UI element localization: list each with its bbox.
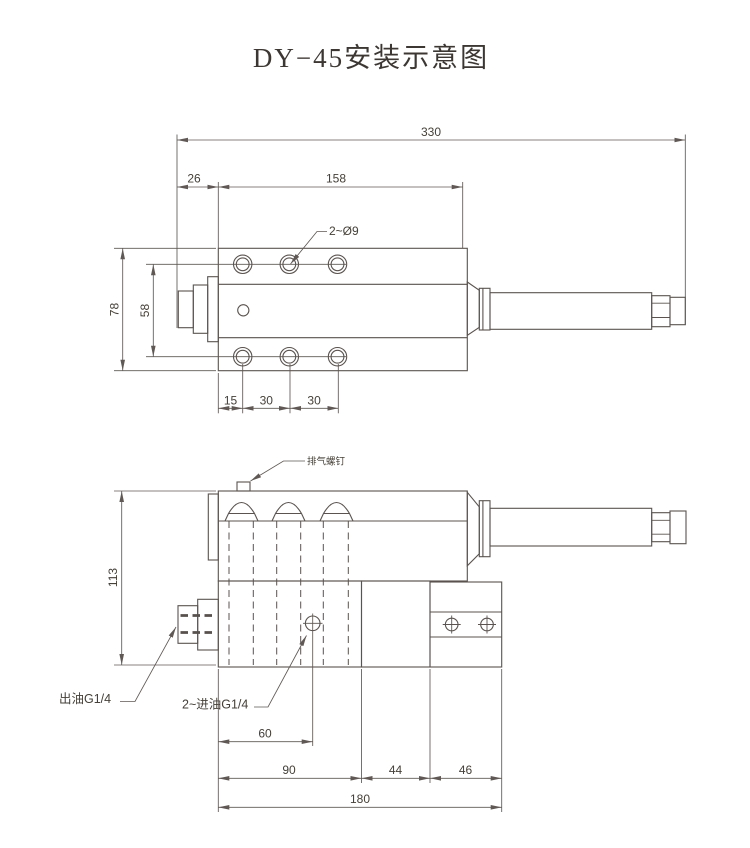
base-block (217, 580, 363, 668)
dim-113-label: 113 (106, 568, 120, 587)
front-left-flange (207, 493, 219, 561)
dim-78-label: 78 (108, 303, 122, 317)
inlet-label: 2~进油G1/4 (182, 698, 248, 712)
front-shaft-end-cap (669, 510, 687, 545)
hole (327, 346, 348, 367)
dim-30b-label: 30 (307, 393, 321, 407)
top-left-mid-block (192, 284, 209, 334)
mounting-holes (232, 254, 348, 367)
top-shaft-cone (466, 280, 480, 337)
hidden-bore-lines (228, 521, 349, 665)
hole (279, 346, 300, 367)
inlet-leader (254, 635, 307, 708)
bleed-screw (236, 481, 251, 492)
front-shaft-cylinder (489, 507, 653, 547)
top-shaft-cylinder (489, 292, 653, 330)
front-shaft-collar (478, 500, 491, 558)
top-shaft-nut (651, 295, 671, 328)
plunger-domes (224, 501, 354, 522)
outlet-fitting-block (177, 605, 199, 644)
hole (279, 254, 300, 275)
hole-callout-label: 2~Ø9 (329, 224, 359, 238)
dim-90-label: 90 (282, 763, 296, 777)
dome (319, 501, 354, 522)
top-center-port (237, 304, 250, 317)
drawing-title: DY−45安装示意图 (253, 43, 489, 73)
dim-30a-label: 30 (260, 393, 274, 407)
front-shaft-cone (466, 490, 480, 568)
outlet-label: 出油G1/4 (59, 692, 111, 706)
bracket-screws (442, 615, 496, 634)
front-shaft-nut (651, 512, 671, 543)
right-bracket-block (429, 581, 503, 668)
top-shaft-collar (478, 287, 491, 331)
dim-26-label: 26 (187, 172, 201, 186)
dim-330-label: 330 (421, 125, 441, 139)
top-view: 2~Ø9 330 26 158 78 58 15 30 30 (108, 125, 686, 414)
dim-15-label: 15 (224, 393, 238, 407)
hole-callout-leader (290, 231, 327, 265)
outlet-leader (120, 626, 177, 702)
dim-60-label: 60 (258, 727, 272, 741)
dim-158-label: 158 (326, 172, 346, 186)
dim-180-label: 180 (350, 792, 370, 806)
top-shaft-end-cap (669, 296, 686, 326)
bleed-screw-label: 排气螺钉 (307, 456, 346, 468)
dim-44-label: 44 (389, 763, 403, 777)
dome (224, 501, 259, 522)
top-left-flange (207, 276, 219, 343)
front-view: 排气螺钉 (59, 456, 687, 812)
dim-58-label: 58 (138, 304, 152, 318)
bleed-screw-leader (250, 460, 305, 482)
middle-block (360, 580, 431, 668)
dome (271, 501, 306, 522)
hole (232, 254, 253, 275)
hole (327, 254, 348, 275)
top-left-end-block (177, 290, 194, 329)
dim-46-label: 46 (459, 763, 473, 777)
outlet-fitting-plate (197, 598, 219, 651)
